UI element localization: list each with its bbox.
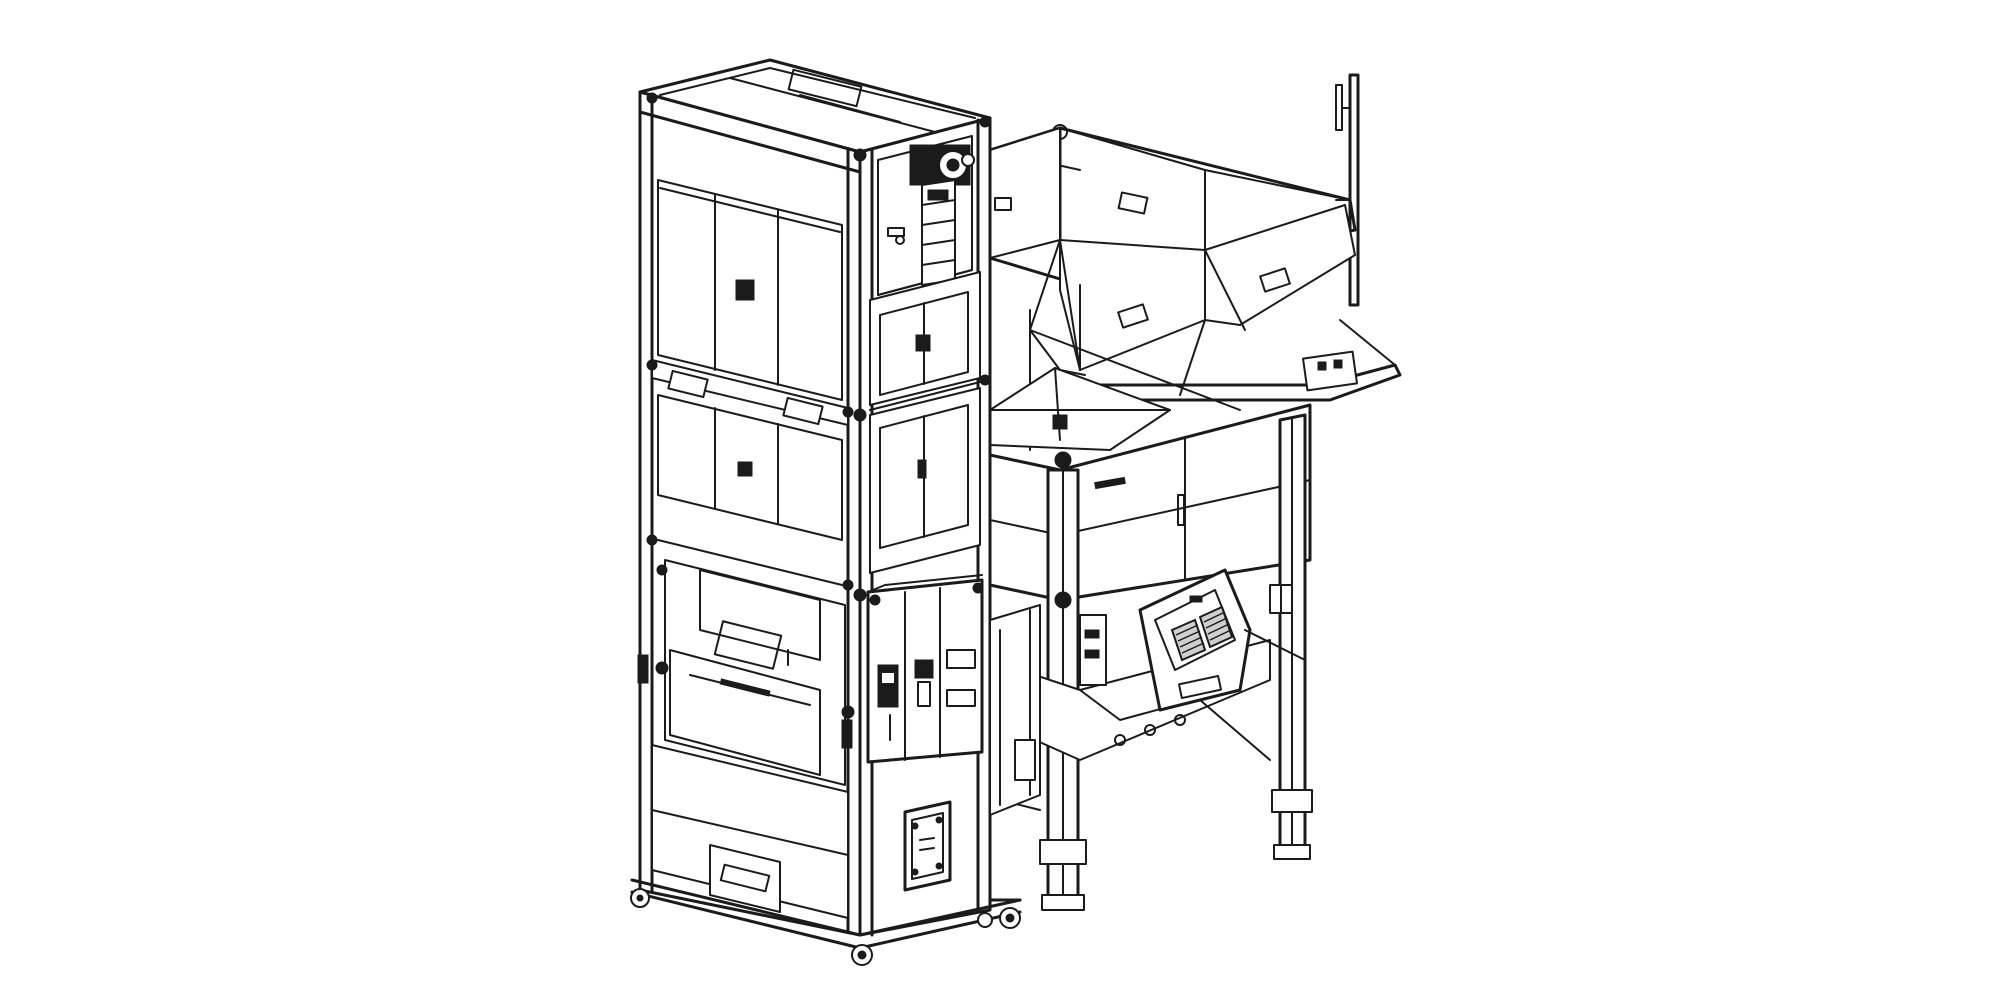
hopper-side-arm	[1063, 319, 1402, 402]
sorter-leg-rear	[1271, 413, 1313, 860]
gear-motor-icon	[909, 144, 975, 286]
optical-sorter-head	[1138, 568, 1252, 712]
tower-right-middle-door	[869, 387, 981, 574]
sorter-grille-right	[1198, 605, 1234, 649]
hopper-front-walls	[1059, 204, 1356, 371]
rear-antenna-post	[1335, 73, 1360, 307]
hopper-back-wall	[989, 127, 1351, 259]
caster-wheel-left	[630, 888, 650, 908]
sorter-cross-plate	[989, 367, 1171, 451]
tower-access-hatch	[903, 800, 952, 892]
tower-inspection-panel	[637, 559, 855, 786]
tower-assembly	[630, 58, 1022, 966]
tower-upper-panel	[657, 179, 843, 401]
sorter-grille-left	[1170, 618, 1207, 662]
tower-mid-band	[646, 359, 854, 426]
hopper-assembly	[988, 73, 1402, 911]
caster-wheel-front	[851, 944, 873, 966]
hopper-inner-funnel	[1029, 239, 1246, 451]
tower-corner-joints	[646, 92, 991, 602]
sorter-left-panel	[1079, 614, 1107, 686]
tower-middle-panel	[657, 394, 843, 586]
connecting-chute	[989, 604, 1041, 816]
caster-wheel-right	[977, 907, 1021, 929]
tower-control-panel	[866, 574, 984, 764]
tower-base-panel	[651, 744, 849, 919]
sorter-side-box	[1244, 584, 1306, 661]
